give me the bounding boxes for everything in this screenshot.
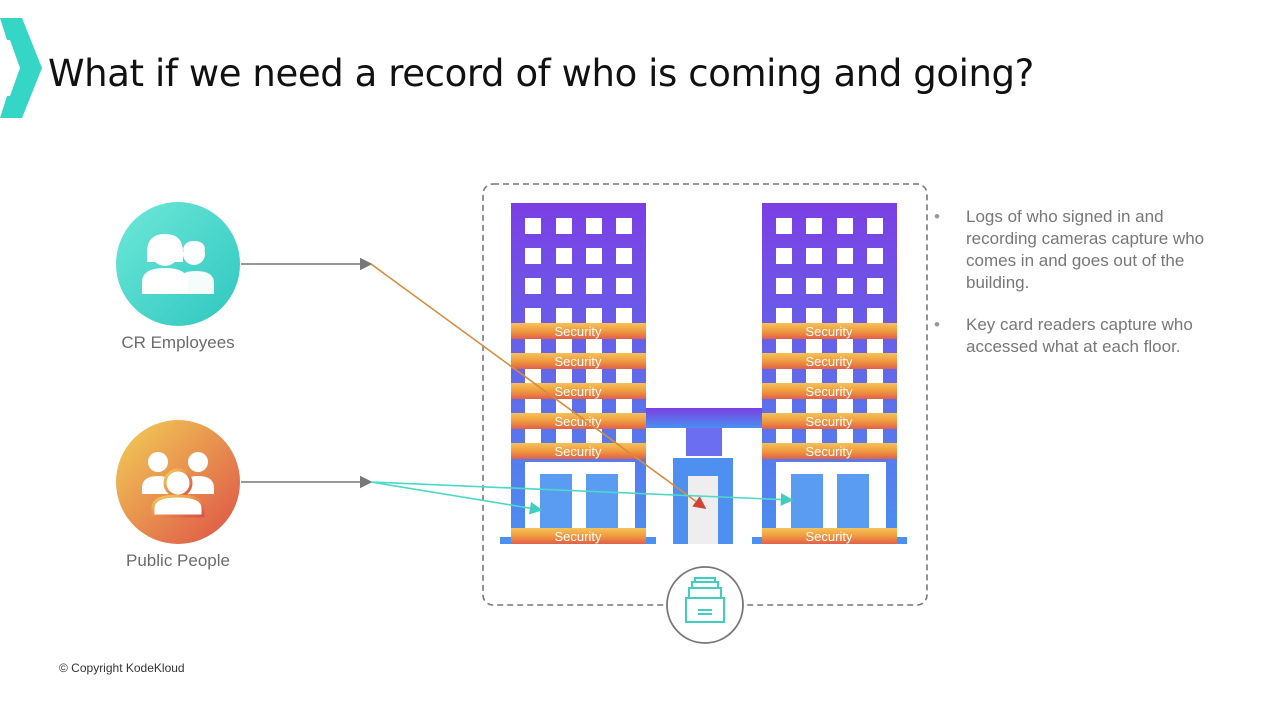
public-path-arrow-right xyxy=(370,481,794,506)
employees-node xyxy=(116,202,240,326)
security-bar xyxy=(511,323,646,339)
security-bar xyxy=(762,353,897,369)
building-left-windows xyxy=(525,218,632,444)
security-labels: Security Security Security Security Secu… xyxy=(555,324,853,544)
security-bar xyxy=(762,323,897,339)
security-bar xyxy=(762,413,897,429)
corner-chevron-icon xyxy=(0,18,42,118)
security-bar xyxy=(511,443,646,459)
employees-icon xyxy=(142,234,214,294)
building-right xyxy=(752,203,907,544)
security-label: Security xyxy=(806,324,853,339)
employees-path-arrow xyxy=(370,263,707,509)
security-label: Security xyxy=(806,384,853,399)
bullet-item: • Logs of who signed in and recording ca… xyxy=(934,206,1234,294)
security-label: Security xyxy=(806,529,853,544)
security-label: Security xyxy=(806,354,853,369)
bullet-item: • Key card readers capture who accessed … xyxy=(934,314,1234,358)
security-label: Security xyxy=(806,414,853,429)
copyright-notice: © Copyright KodeKloud xyxy=(59,661,185,675)
bullet-text: Key card readers capture who accessed wh… xyxy=(966,315,1193,356)
security-label: Security xyxy=(555,529,602,544)
security-bar xyxy=(762,443,897,459)
security-label: Security xyxy=(555,444,602,459)
security-label: Security xyxy=(555,354,602,369)
people-group-icon xyxy=(142,452,214,518)
security-bars xyxy=(511,323,897,544)
bullet-text: Logs of who signed in and recording came… xyxy=(966,207,1205,292)
building-left xyxy=(500,203,656,544)
bullet-dot-icon: • xyxy=(934,315,940,334)
security-bar xyxy=(511,528,646,544)
public-label: Public People xyxy=(126,551,230,570)
security-label: Security xyxy=(555,324,602,339)
bullet-dot-icon: • xyxy=(934,207,940,226)
public-node xyxy=(116,420,240,544)
security-bar xyxy=(762,383,897,399)
security-bar xyxy=(511,413,646,429)
campus-boundary xyxy=(482,183,928,606)
security-label: Security xyxy=(555,384,602,399)
building-right-windows xyxy=(776,218,883,444)
security-label: Security xyxy=(806,444,853,459)
security-bar xyxy=(762,528,897,544)
security-label: Security xyxy=(555,414,602,429)
records-archive-node xyxy=(666,566,744,644)
building-bridge xyxy=(646,408,762,544)
security-bar xyxy=(511,353,646,369)
employees-label: CR Employees xyxy=(121,333,235,352)
archive-drawer-icon xyxy=(685,577,725,623)
public-path-arrow-left xyxy=(370,481,543,515)
explanation-list: • Logs of who signed in and recording ca… xyxy=(934,206,1234,378)
slide-title: What if we need a record of who is comin… xyxy=(48,52,1034,95)
security-bar xyxy=(511,383,646,399)
